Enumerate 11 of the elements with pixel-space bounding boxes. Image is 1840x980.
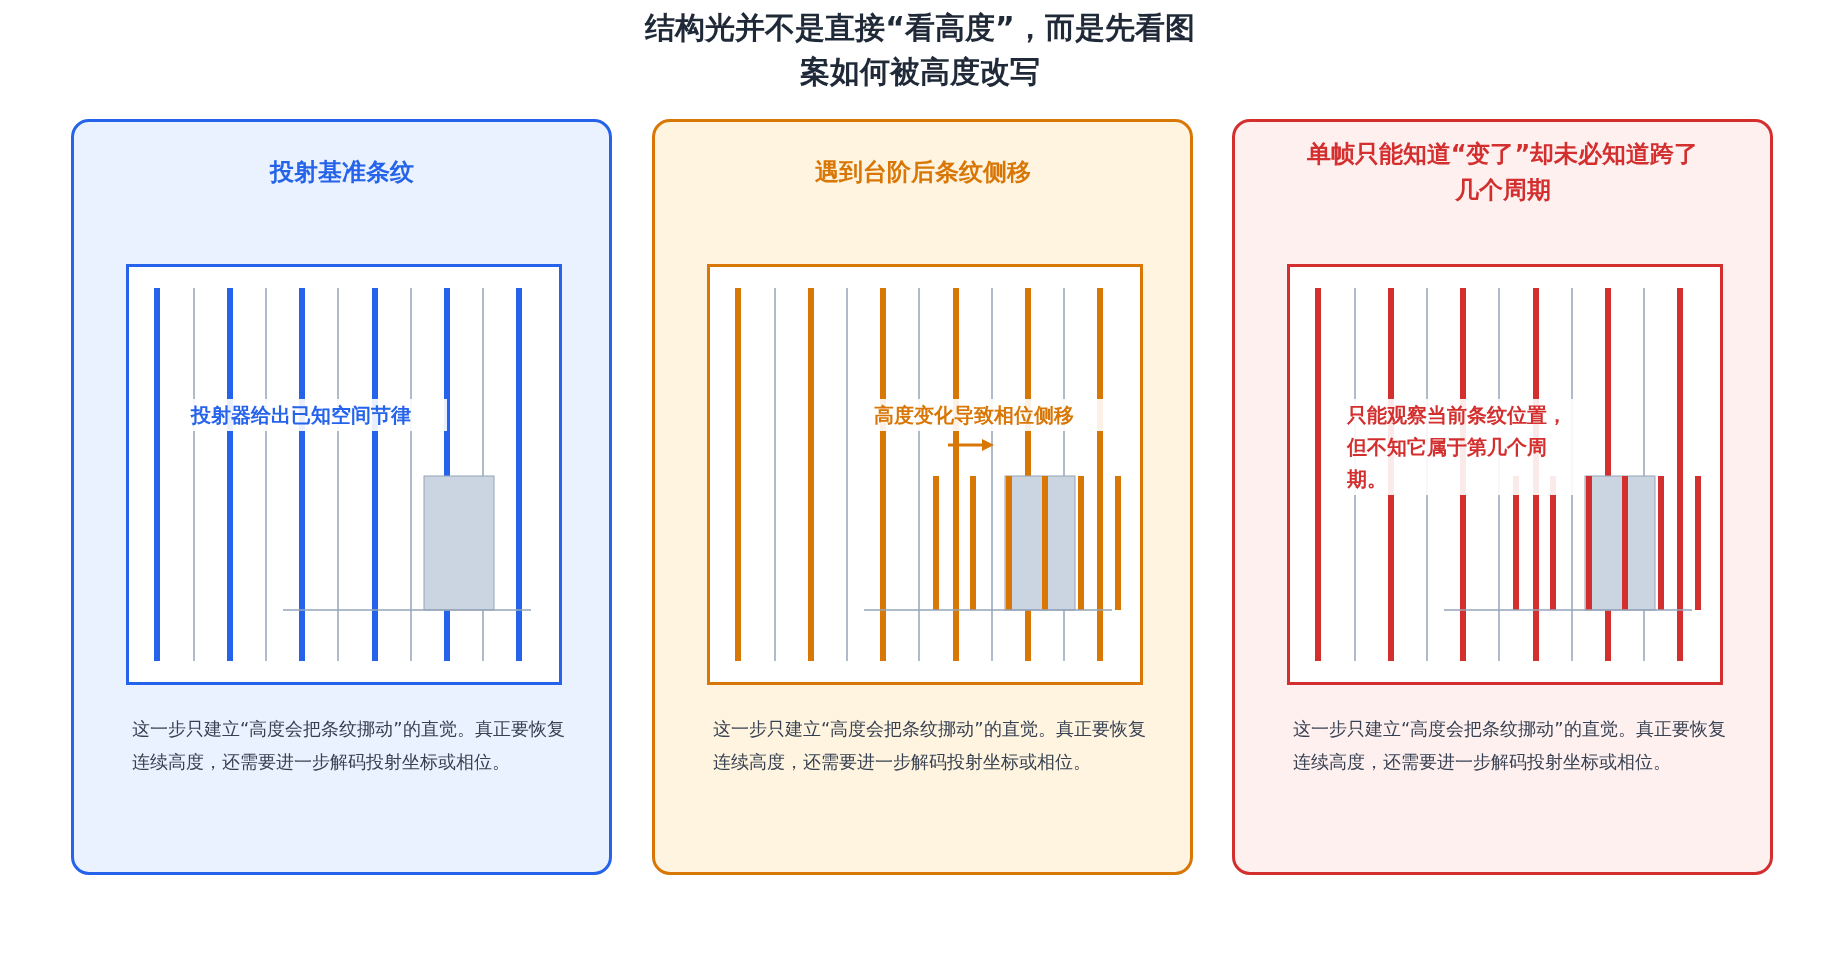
panel-card: [652, 119, 1193, 875]
panel-heading: 遇到台阶后条纹侧移: [813, 157, 1032, 188]
panel-description: 这一步只建立“高度会把条纹挪动”的直觉。真正要恢复连续高度，还需要进一步解码投射坐标或相位。: [1293, 717, 1727, 774]
panel-description: 这一步只建立“高度会把条纹挪动”的直觉。真正要恢复连续高度，还需要进一步解码投射坐标或相位。: [713, 717, 1147, 774]
panel-heading: 单帧只能知道“变了”却未必知道跨了几个周期: [1305, 139, 1700, 206]
panel-card: [71, 119, 612, 875]
annotation-text: 投射器给出已知空间节律: [187, 399, 447, 431]
diagram-title: 结构光并不是直接“看高度”，而是先看图案如何被高度改写: [643, 9, 1196, 91]
panel-description: 这一步只建立“高度会把条纹挪动”的直觉。真正要恢复连续高度，还需要进一步解码投射坐标或相位。: [132, 717, 566, 774]
panel-heading: 投射基准条纹: [268, 157, 415, 188]
panel-card: [1232, 119, 1773, 875]
